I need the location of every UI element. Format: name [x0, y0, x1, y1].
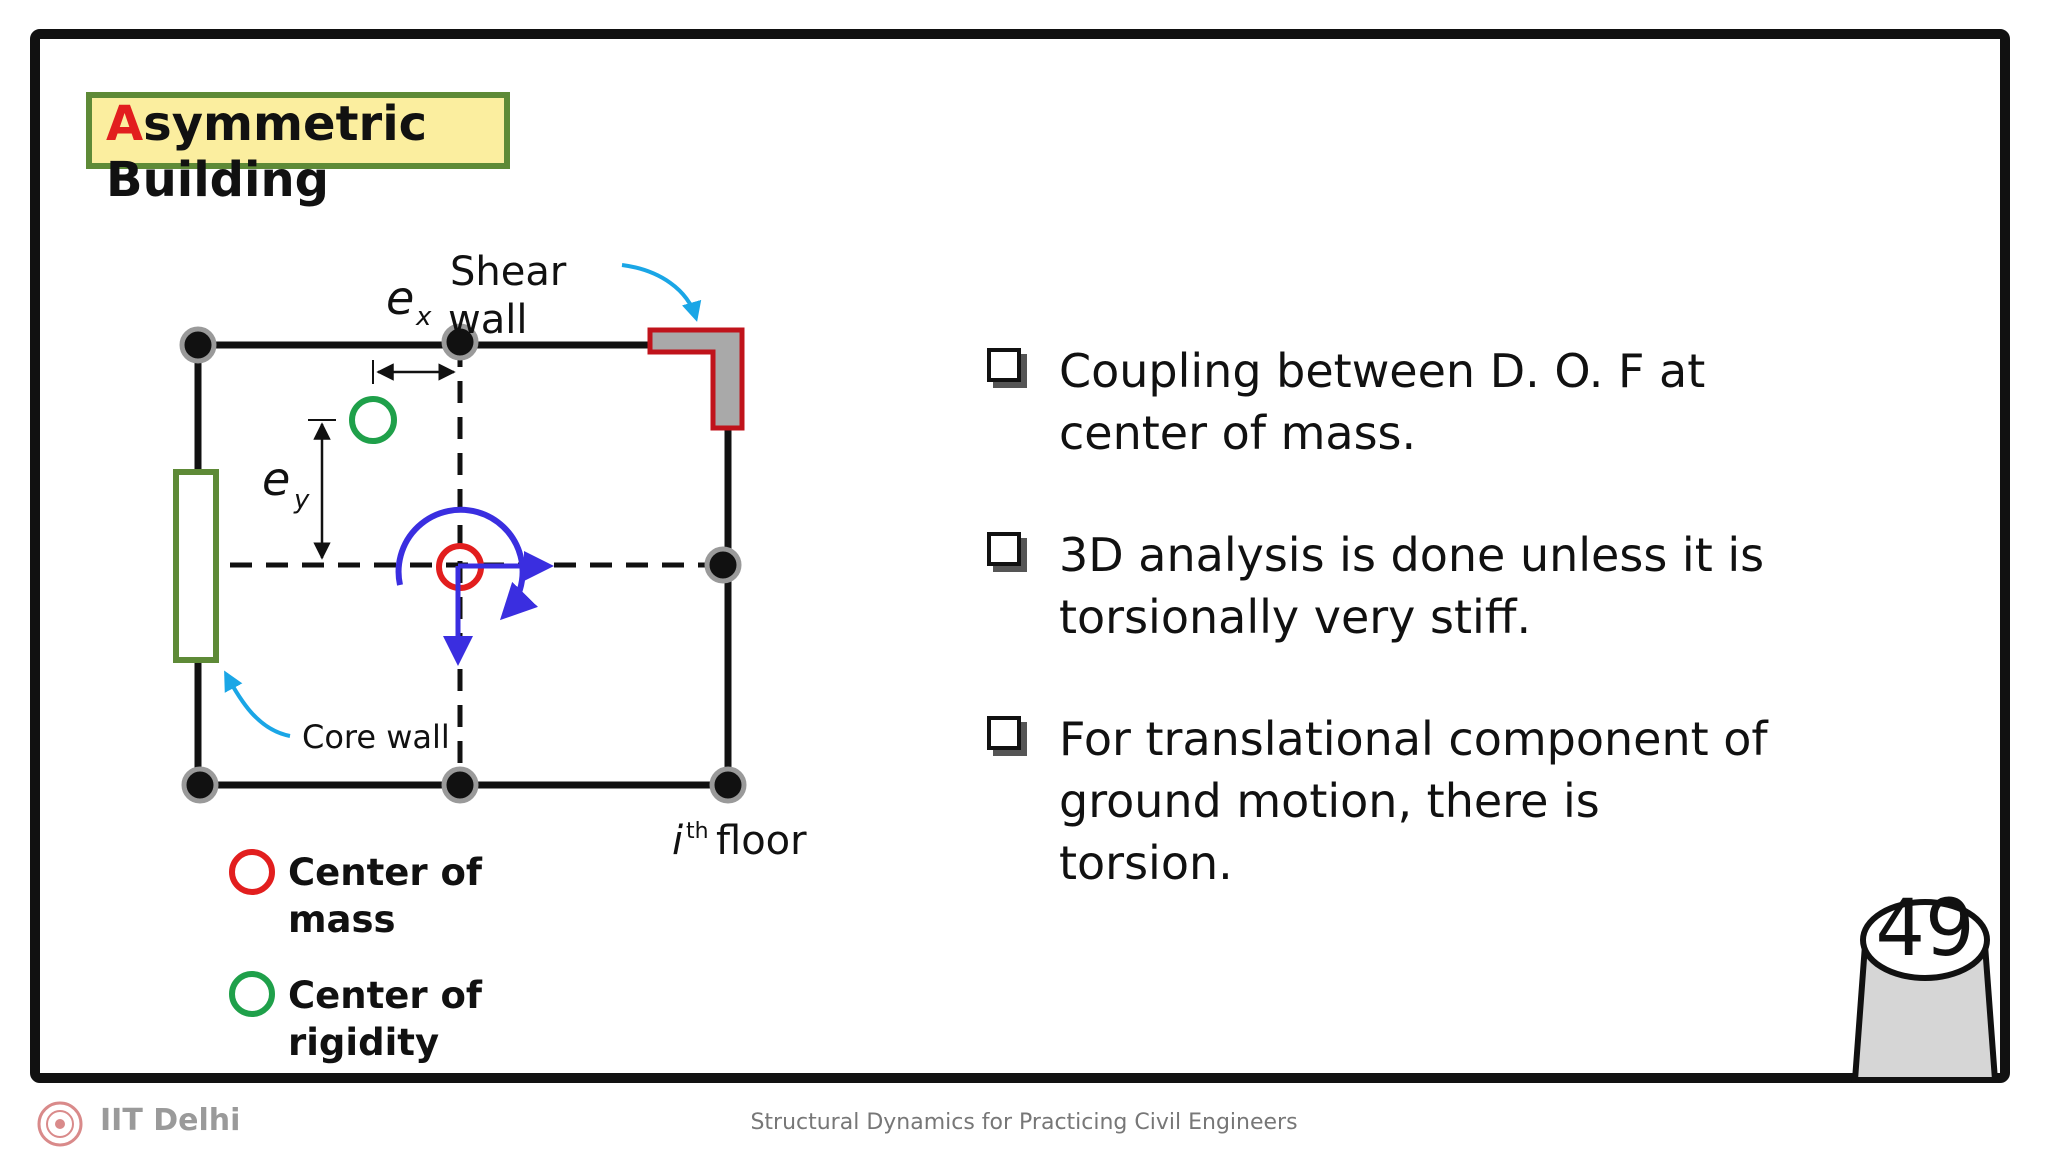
- bullet-line: Coupling between D. O. F at: [1059, 344, 1706, 398]
- bullet-line: center of mass.: [1059, 406, 1417, 460]
- ey-subscript: y: [293, 485, 310, 515]
- floor-label-sup: th: [686, 819, 709, 844]
- core-wall-callout-arrow: [224, 670, 291, 738]
- bullet-list: Coupling between D. O. F at center of ma…: [985, 340, 1985, 954]
- center-of-rigidity-marker: [349, 396, 397, 444]
- ex-label: e: [386, 271, 414, 325]
- legend-rigidity-line1: Center of: [288, 974, 483, 1017]
- shear-wall: [647, 327, 745, 431]
- iit-delhi-logo-icon: [37, 1101, 83, 1147]
- floor-label-word: floor: [716, 818, 807, 864]
- column-node: [709, 766, 747, 804]
- column-nodes: [179, 323, 747, 804]
- bullet-line: torsion.: [1059, 836, 1233, 890]
- legend-mass-line2: mass: [288, 898, 396, 941]
- column-node: [441, 766, 479, 804]
- page-number-tens: 49: [1875, 885, 1974, 974]
- legend-mass-line1: Center of: [288, 851, 483, 894]
- bullet-item: For translational component of ground mo…: [985, 708, 1985, 894]
- column-node: [181, 766, 219, 804]
- bullet-line: For translational component of: [1059, 712, 1768, 766]
- shear-wall-label: Shear: [450, 249, 567, 295]
- footer-org: IIT Delhi: [100, 1103, 241, 1138]
- floor-label-i: i: [672, 818, 683, 864]
- legend-rigidity-marker: [229, 971, 275, 1017]
- shear-wall-callout-arrow: [621, 263, 702, 322]
- title-line2: Building: [106, 152, 330, 208]
- shear-wall-label-line2: wall: [448, 297, 527, 343]
- bullet-line: 3D analysis is done unless it is: [1059, 528, 1765, 582]
- title-box: [86, 92, 510, 169]
- checkbox-bullet-icon: [987, 716, 1021, 750]
- column-node: [441, 323, 479, 361]
- title-rest: symmetric: [143, 96, 428, 152]
- bullet-line: ground motion, there is: [1059, 774, 1600, 828]
- footer-course-title: Structural Dynamics for Practicing Civil…: [750, 1110, 1298, 1135]
- bullet-line: torsionally very stiff.: [1059, 590, 1532, 644]
- column-node: [704, 546, 742, 584]
- legend-rigidity-line2: rigidity: [288, 1021, 439, 1064]
- ey-label: e: [262, 452, 290, 506]
- checkbox-bullet-icon: [987, 532, 1021, 566]
- ex-subscript: x: [415, 302, 432, 332]
- core-wall: [173, 469, 219, 663]
- legend-mass-marker: [229, 849, 275, 895]
- bullet-item: Coupling between D. O. F at center of ma…: [985, 340, 1985, 464]
- core-wall-label: Core wall: [302, 718, 450, 756]
- rotation-arrow: [395, 506, 538, 621]
- title-first-letter: A: [106, 96, 144, 152]
- page-number-weight-icon: 49: [1851, 885, 1999, 1083]
- column-node: [179, 326, 217, 364]
- bullet-item: 3D analysis is done unless it is torsion…: [985, 524, 1985, 648]
- checkbox-bullet-icon: [987, 348, 1021, 382]
